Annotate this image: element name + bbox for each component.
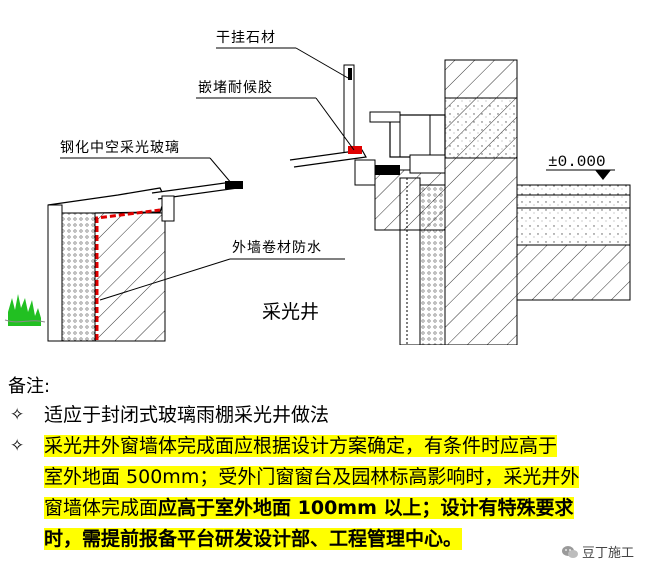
elevation-marker <box>595 170 611 180</box>
label-glass: 钢化中空采光玻璃 <box>60 139 180 157</box>
lightwell-section-drawing: ±0.000 干挂石材 嵌堵耐候胶 钢化中空采光玻璃 外墙卷材防水 采光井 <box>4 30 631 345</box>
left-wall <box>94 212 166 342</box>
ground-slab <box>516 184 631 246</box>
waterproof-membrane <box>95 208 161 340</box>
label-pit: 采光井 <box>262 301 319 323</box>
elevation-label: ±0.000 <box>548 153 606 171</box>
note-item-2-line-4: 时，需提前报备平台研发设计部、工程管理中心。 <box>44 524 463 555</box>
note-item-2-line-3: 窗墙体完成面应高于室外地面 100mm 以上；设计有特殊要求 <box>44 493 574 524</box>
note-item-2-text-4: 时，需提前报备平台研发设计部、工程管理中心。 <box>44 528 463 550</box>
left-wall-cap <box>47 204 63 342</box>
label-membrane: 外墙卷材防水 <box>232 240 322 257</box>
bullet-icon: ✧ <box>10 436 25 456</box>
wechat-icon <box>561 545 578 558</box>
note-item-2-line-2: 室外地面 500mm；受外门窗窗台及园林标高影响时，采光井外 <box>44 462 580 493</box>
label-dry-stone: 干挂石材 <box>216 30 276 47</box>
watermark: 豆丁施工 <box>561 542 634 561</box>
glass-canopy-right <box>289 149 367 168</box>
note-item-2-line-1: 采光井外窗墙体完成面应根据设计方案确定，有条件时应高于 <box>44 431 558 462</box>
label-sealant: 嵌堵耐候胶 <box>198 79 273 97</box>
note-item-2-text-3b: 应高于室外地面 100mm 以上；设计有特殊要求 <box>158 497 574 519</box>
note-item-2-text-2: 室外地面 500mm；受外门窗窗台及园林标高影响时，采光井外 <box>44 466 580 488</box>
watermark-text: 豆丁施工 <box>581 546 634 561</box>
note-item-1: 适应于封闭式玻璃雨棚采光井做法 <box>44 404 330 426</box>
notes-heading: 备注: <box>8 376 51 397</box>
left-wall-insulation <box>61 212 96 342</box>
note-item-2-text-3a: 窗墙体完成面 <box>44 497 159 519</box>
grass <box>8 294 41 326</box>
sill-block <box>374 169 446 231</box>
note-item-2-text-1: 采光井外窗墙体完成面应根据设计方案确定，有条件时应高于 <box>44 435 558 457</box>
bullet-icon: ✧ <box>10 405 25 425</box>
